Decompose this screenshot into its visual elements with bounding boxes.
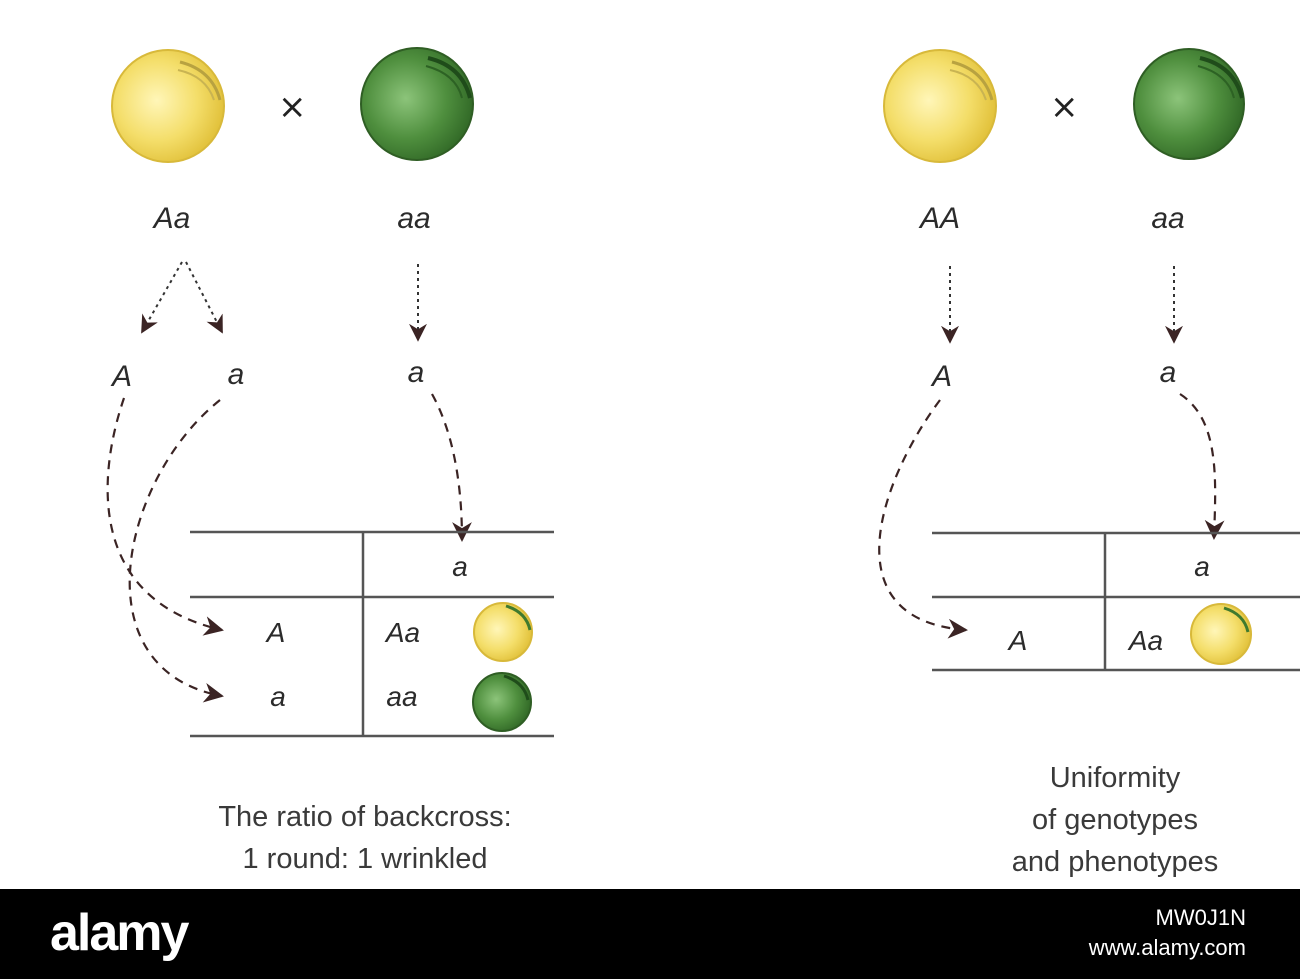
backcross-caption: The ratio of backcross: 1 round: 1 wrink… <box>150 796 580 880</box>
uniformity-panel: × AA aa A a a A Aa <box>878 48 1300 672</box>
yellow-round-pea-icon <box>111 49 225 163</box>
cross-symbol: × <box>1050 87 1079 127</box>
gamete-arrow <box>185 261 223 334</box>
yellow-round-pea-icon <box>1190 603 1252 665</box>
gamete-label: a <box>1160 356 1177 389</box>
cross-symbol: × <box>278 87 307 127</box>
brand-logo: alamy <box>50 904 189 962</box>
punnett-square <box>932 531 1300 672</box>
yellow-round-pea-icon <box>473 602 533 662</box>
green-wrinkled-pea-icon <box>472 672 532 732</box>
green-wrinkled-pea-icon <box>360 47 474 161</box>
punnett-square <box>190 530 554 738</box>
column-header: a <box>1194 551 1210 582</box>
caption-line: 1 round: 1 wrinkled <box>242 843 488 875</box>
parent2-genotype: aa <box>1151 202 1184 235</box>
caption-line: of genotypes <box>1031 804 1199 836</box>
column-header: a <box>452 551 468 582</box>
uniformity-caption: Uniformity of genotypes and phenotypes <box>950 757 1280 883</box>
parent2-genotype: aa <box>397 202 430 235</box>
green-wrinkled-pea-icon <box>1133 48 1245 160</box>
yellow-round-pea-icon <box>883 49 997 163</box>
offspring-genotype: Aa <box>384 617 420 648</box>
parent1-genotype: Aa <box>152 202 191 235</box>
gamete-to-column-arrow <box>1179 393 1225 540</box>
caption-line: The ratio of backcross: <box>218 801 512 833</box>
gamete-to-column-arrow <box>431 393 472 542</box>
row-gamete: A <box>265 617 286 648</box>
gamete-label: A <box>930 360 952 393</box>
parent1-genotype: AA <box>918 202 960 235</box>
gamete-label: A <box>110 360 132 393</box>
row-gamete: A <box>1007 625 1028 656</box>
backcross-panel: × Aa aa A a a a A Aa <box>106 47 554 738</box>
gamete-arrow <box>141 261 183 334</box>
caption-line: and phenotypes <box>1011 846 1219 878</box>
row-gamete: a <box>270 681 286 712</box>
offspring-genotype: aa <box>386 681 417 712</box>
gamete-to-row-arrow <box>106 397 224 636</box>
monohybrid-cross-diagram: × Aa aa A a a a A Aa <box>106 47 1300 738</box>
site-url: www.alamy.com <box>1088 935 1246 960</box>
gamete-label: a <box>408 356 425 389</box>
offspring-genotype: Aa <box>1127 625 1163 656</box>
image-id: MW0J1N <box>1155 905 1246 930</box>
gamete-to-row-arrow <box>878 399 968 639</box>
gamete-label: a <box>228 358 245 391</box>
caption-line: Uniformity <box>1049 762 1181 794</box>
watermark-footer: alamy MW0J1N www.alamy.com <box>0 889 1300 979</box>
gamete-to-row-arrow <box>128 399 224 703</box>
